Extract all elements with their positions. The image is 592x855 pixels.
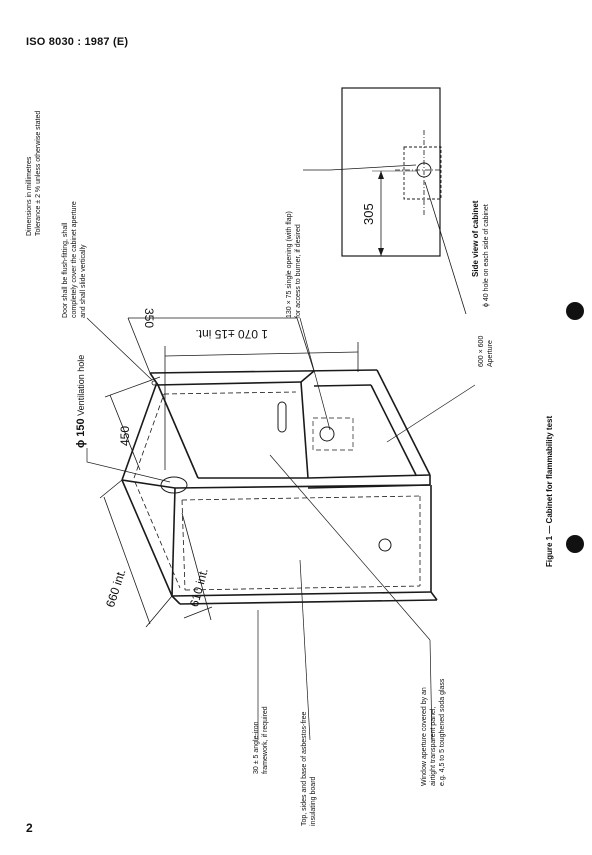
figure-caption: Figure 1 — Cabinet for flammability test (545, 416, 555, 567)
side-hole-note: ϕ 40 hole on each side of cabinet (482, 204, 491, 307)
binding-hole-mark (566, 302, 584, 320)
cabinet-body (121, 369, 438, 605)
dimension-305-text: 305 (361, 203, 376, 225)
leader-lines (86, 317, 476, 741)
dimension-305: 305 (361, 203, 376, 225)
dimension-450: 450 (118, 425, 132, 446)
aperture-note-line: 600 × 600 (478, 335, 485, 367)
ventilation-diameter: ϕ 150 (75, 418, 87, 448)
page-number: 2 (26, 821, 33, 835)
insulating-board-note: Top, sides and base of asbestos-free ins… (300, 712, 318, 826)
figure-caption-text: Figure 1 — Cabinet for flammability test (545, 415, 554, 567)
door-note-line: and shall slide vertically (80, 244, 87, 318)
insulating-board-note-line: insulating board (310, 776, 317, 826)
dimensions-note-line: Tolerance ± 2 % unless otherwise stated (35, 110, 42, 236)
opening-note-line: for access to burner, if desired (295, 224, 302, 318)
dimension-1070: 1 070 ±15 int. (195, 327, 268, 341)
dimensions-note-line: Dimensions in millimetres (26, 156, 33, 236)
window-aperture-note-line: e.g. 4,5 to 5 toughened soda glass (439, 678, 446, 786)
angle-iron-note-line: framework, if required (262, 706, 269, 774)
dimension-1070-text: 1 070 ±15 int. (195, 327, 268, 341)
door-note-line: completely cover the cabinet aperture (71, 201, 78, 318)
ventilation-label: ϕ 150 Ventilation hole (75, 354, 87, 448)
document-header: ISO 8030 : 1987 (E) (26, 36, 129, 48)
dimensions-note: Dimensions in millimetres Tolerance ± 2 … (25, 111, 43, 236)
side-view-panel (341, 87, 442, 257)
dimension-lines (99, 317, 359, 628)
ventilation-text: Ventilation hole (76, 354, 86, 416)
window-aperture-note: Window aperture covered by an airtight t… (420, 679, 447, 786)
aperture-note-line: Aperture (487, 340, 494, 367)
opening-note: 130 × 75 single opening (with flap) for … (285, 211, 303, 318)
aperture-note: 600 × 600 Aperture (477, 336, 495, 367)
dimension-350-text: 350 (142, 308, 156, 329)
side-view-title-text: Side view of cabinet (471, 200, 480, 277)
cabinet-hidden-lines (133, 391, 421, 591)
angle-iron-note: 30 ± 5 angle-iron framework, if required (252, 706, 270, 774)
dimension-350: 350 (142, 308, 156, 329)
side-hole-note-text: ϕ 40 hole on each side of cabinet (483, 204, 490, 307)
door-note-line: Door shall be flush-fitting, shall (62, 222, 69, 318)
dimension-450-text: 450 (118, 425, 132, 446)
angle-iron-note-line: 30 ± 5 angle-iron (253, 721, 260, 775)
door-note: Door shall be flush-fitting, shall compl… (61, 201, 88, 318)
window-aperture-note-line: airtight transparent panel, (430, 706, 437, 786)
side-view-title: Side view of cabinet (471, 201, 481, 277)
window-aperture-note-line: Window aperture covered by an (421, 687, 428, 786)
opening-note-line: 130 × 75 single opening (with flap) (286, 211, 293, 318)
binding-hole-mark (566, 535, 584, 553)
insulating-board-note-line: Top, sides and base of asbestos-free (301, 711, 308, 826)
